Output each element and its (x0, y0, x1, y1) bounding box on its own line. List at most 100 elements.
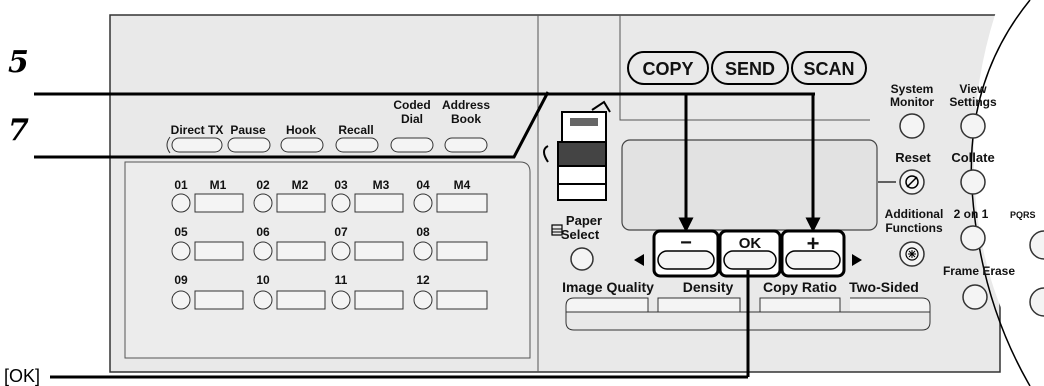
collate-label: Collate (951, 150, 994, 165)
additional-functions-label-2: Functions (885, 221, 943, 235)
view-settings-button[interactable] (960, 113, 986, 139)
one-touch-key[interactable] (331, 290, 351, 310)
one-touch-key[interactable] (171, 290, 191, 310)
copy-button-label: COPY (642, 59, 693, 79)
ok-label: OK (739, 235, 762, 252)
coded-dial-label-2: Dial (401, 112, 423, 126)
one-touch-key[interactable] (253, 290, 273, 310)
step-7-leader (34, 91, 550, 159)
one-touch-keys: 01 M1 02 M2 03 M3 04 M4 05 06 07 08 09 1… (171, 178, 488, 310)
direct-tx-button[interactable] (171, 137, 223, 153)
plus-button[interactable] (785, 250, 841, 270)
step-5-label: 5 (8, 45, 29, 80)
left-arrow-icon (634, 254, 644, 266)
fax-keys: Direct TX Pause Hook Recall Coded Dial A… (166, 98, 490, 154)
paper-select-button[interactable] (570, 247, 594, 271)
one-touch-05-label: 05 (174, 225, 188, 239)
one-touch-04-label: 04 (416, 178, 430, 192)
one-touch-12-label: 12 (416, 273, 430, 287)
paper-select-label-2: Select (561, 227, 600, 242)
one-touch-key[interactable] (331, 193, 351, 213)
address-book-label-1: Address (442, 98, 490, 112)
numeric-key[interactable] (1029, 287, 1044, 317)
lcd-display (621, 139, 878, 231)
one-touch-key[interactable] (253, 193, 273, 213)
right-arrow-icon (852, 254, 862, 266)
copy-button[interactable] (627, 51, 709, 85)
additional-functions-icon (905, 247, 919, 261)
nav-buttons: − OK + (634, 229, 862, 278)
one-touch-key[interactable] (253, 241, 273, 261)
reset-icon (905, 175, 919, 189)
one-touch-label-slot (194, 241, 244, 261)
send-button-label: SEND (725, 59, 775, 79)
one-touch-m2-label: M2 (292, 178, 309, 192)
density-button[interactable] (657, 297, 741, 313)
recall-label: Recall (338, 123, 373, 137)
one-touch-03-label: 03 (334, 178, 348, 192)
copy-ratio-button[interactable] (759, 297, 841, 313)
reset-label: Reset (895, 150, 931, 165)
coded-dial-label-1: Coded (393, 98, 430, 112)
one-touch-11-label: 11 (335, 273, 348, 287)
paper-tray-icon (551, 224, 563, 236)
hook-label: Hook (286, 123, 316, 137)
two-on-one-label: 2 on 1 (954, 207, 989, 221)
one-touch-label-slot (436, 290, 488, 310)
one-touch-key[interactable] (413, 241, 433, 261)
view-settings-label-2: Settings (949, 95, 997, 109)
one-touch-label-slot (194, 193, 244, 213)
one-touch-label-slot (194, 290, 244, 310)
one-touch-label-slot (354, 241, 404, 261)
frame-erase-label: Frame Erase (943, 264, 1015, 278)
mode-buttons: COPY SEND SCAN (627, 51, 867, 85)
two-sided-label: Two-Sided (849, 279, 919, 295)
plus-label: + (807, 231, 820, 256)
step-7-label: 7 (8, 113, 29, 148)
recall-button[interactable] (335, 137, 379, 153)
copy-ratio-label: Copy Ratio (763, 279, 837, 295)
two-sided-button[interactable] (850, 297, 931, 313)
pqrs-label: PQRS (1010, 210, 1036, 220)
direct-tx-label: Direct TX (171, 123, 224, 137)
copier-icon (543, 100, 611, 201)
one-touch-08-label: 08 (416, 225, 430, 239)
minus-button[interactable] (657, 250, 715, 270)
image-quality-button[interactable] (565, 297, 649, 312)
pause-label: Pause (230, 123, 266, 137)
one-touch-01-label: 01 (174, 178, 188, 192)
density-label: Density (683, 279, 734, 295)
scan-button[interactable] (791, 51, 867, 85)
send-button[interactable] (711, 51, 789, 85)
one-touch-07-label: 07 (334, 225, 348, 239)
one-touch-label-slot (436, 241, 488, 261)
one-touch-key[interactable] (171, 193, 191, 213)
hook-button[interactable] (280, 137, 324, 153)
one-touch-label-slot (354, 290, 404, 310)
one-touch-key[interactable] (171, 241, 191, 261)
frame-erase-button[interactable] (962, 284, 988, 310)
pqrs-key[interactable] (1029, 230, 1044, 260)
one-touch-m3-label: M3 (373, 178, 390, 192)
one-touch-key[interactable] (331, 241, 351, 261)
ok-button[interactable] (723, 250, 777, 270)
scan-button-label: SCAN (803, 59, 854, 79)
collate-button[interactable] (960, 169, 986, 195)
one-touch-m1-label: M1 (210, 178, 227, 192)
one-touch-label-slot (276, 193, 326, 213)
system-monitor-label-1: System (891, 82, 934, 96)
address-book-button[interactable] (444, 137, 488, 153)
one-touch-06-label: 06 (256, 225, 270, 239)
coded-dial-button[interactable] (390, 137, 434, 153)
system-monitor-button[interactable] (899, 113, 925, 139)
right-keys: System Monitor View Settings Reset Colla… (878, 82, 1044, 317)
ok-callout-label: [OK] (4, 366, 40, 386)
step-5-leader (34, 92, 821, 233)
one-touch-02-label: 02 (256, 178, 270, 192)
pause-button[interactable] (227, 137, 271, 153)
one-touch-key[interactable] (413, 193, 433, 213)
one-touch-label-slot (276, 290, 326, 310)
one-touch-key[interactable] (413, 290, 433, 310)
two-on-one-button[interactable] (960, 225, 986, 251)
